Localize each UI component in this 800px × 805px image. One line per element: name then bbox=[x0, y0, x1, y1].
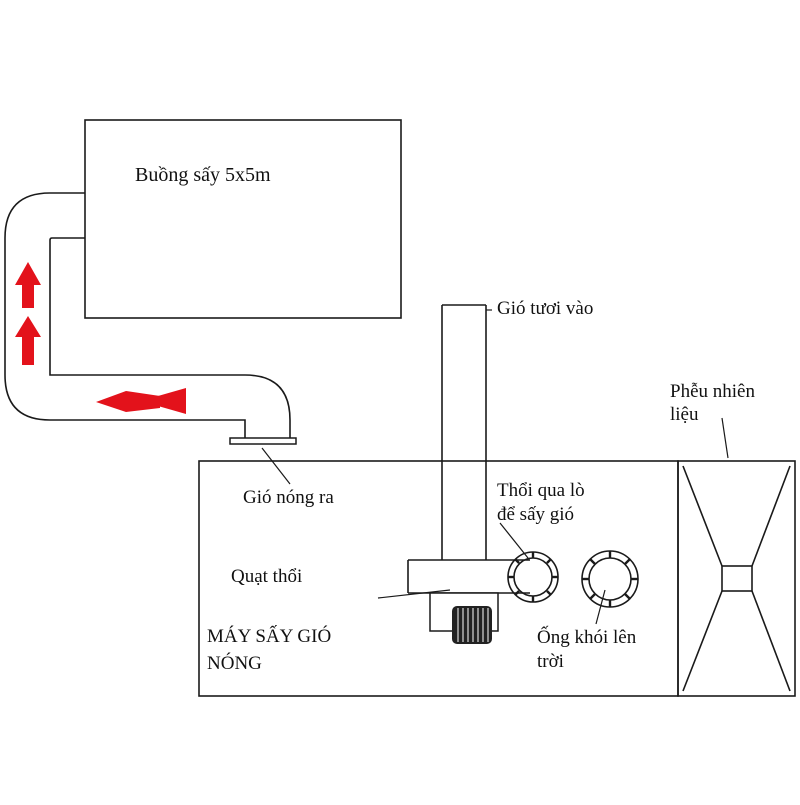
label-chimney-2: trời bbox=[537, 651, 564, 672]
airflow-arrows bbox=[15, 262, 186, 414]
arrow-up-2 bbox=[15, 262, 41, 308]
label-hot-air-out: Gió nóng ra bbox=[243, 487, 334, 508]
label-drying-chamber: Buồng sấy 5x5m bbox=[135, 164, 271, 186]
chimney-ring bbox=[581, 550, 639, 608]
outlet-flange bbox=[229, 437, 297, 445]
leader-fuel-hopper bbox=[721, 417, 729, 459]
fuel-hopper bbox=[677, 460, 796, 697]
arrow-left-1 bbox=[158, 388, 186, 414]
label-chimney-1: Ống khói lên bbox=[537, 626, 637, 648]
label-machine-2: NÓNG bbox=[207, 652, 262, 674]
label-blower-fan: Quạt thổi bbox=[231, 566, 302, 587]
leader-blower-fan bbox=[377, 589, 451, 599]
label-blow-through-2: để sấy gió bbox=[497, 504, 574, 525]
leader-hot-air-out bbox=[261, 447, 291, 485]
hot-air-duct bbox=[4, 192, 291, 440]
fan-motor bbox=[429, 592, 499, 644]
leader-lines bbox=[261, 309, 729, 625]
label-machine-1: MÁY SẤY GIÓ bbox=[207, 625, 331, 647]
label-fresh-air-in: Gió tươi vào bbox=[497, 298, 593, 319]
label-fuel-hopper-2: liệu bbox=[670, 404, 699, 425]
blower-outlet-ring bbox=[507, 551, 559, 603]
leader-chimney bbox=[595, 589, 606, 625]
drying-chamber-box bbox=[84, 119, 402, 319]
label-fuel-hopper-1: Phễu nhiên bbox=[670, 381, 755, 402]
arrow-left-2 bbox=[96, 391, 160, 412]
label-blow-through-1: Thổi qua lò bbox=[497, 480, 585, 501]
fresh-air-pipe bbox=[441, 304, 487, 560]
leader-blow-through bbox=[499, 522, 529, 559]
arrow-up-1 bbox=[15, 316, 41, 365]
